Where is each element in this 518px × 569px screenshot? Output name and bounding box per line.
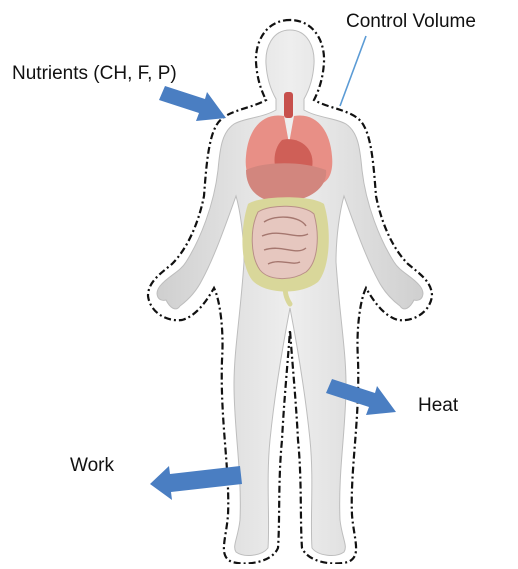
heat-label: Heat (418, 396, 458, 415)
control-volume-leader-line (340, 36, 366, 106)
nutrients-arrow-icon (159, 86, 226, 121)
work-label: Work (70, 456, 114, 475)
control-volume-label: Control Volume (346, 12, 476, 31)
nutrients-label: Nutrients (CH, F, P) (12, 64, 177, 83)
